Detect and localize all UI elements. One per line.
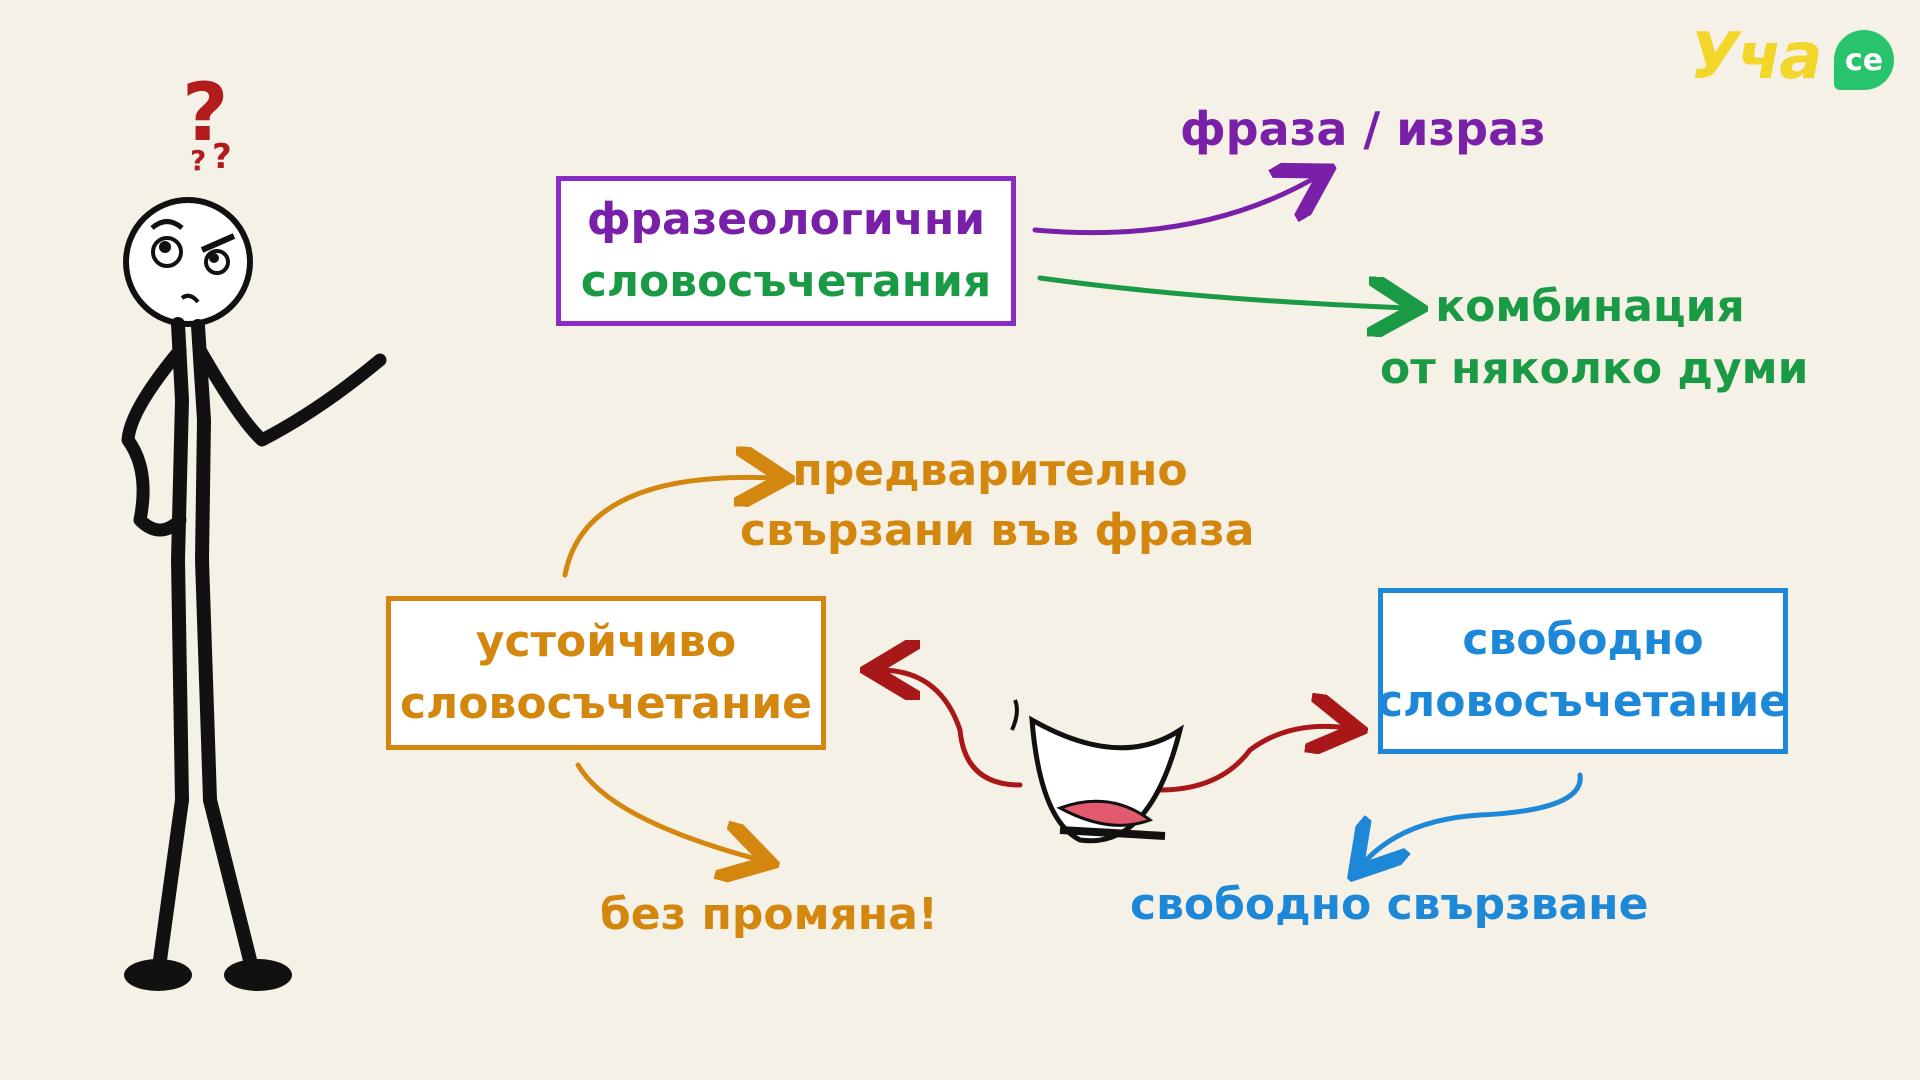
label-combination-line2: от няколко думи: [1380, 343, 1809, 394]
label-preconnected-line1: предварително: [792, 445, 1188, 496]
node-stable: устойчиво словосъчетание: [386, 596, 826, 750]
node-free: свободно словосъчетание: [1376, 588, 1790, 754]
label-no-change: без промяна!: [600, 889, 938, 940]
svg-text:?: ?: [190, 144, 206, 177]
arrow-to-preconnected: [562, 477, 775, 578]
arrow-to-phrase: [1032, 176, 1318, 236]
arrow-to-free: [1157, 726, 1348, 793]
question-marks-icon: ? ? ?: [182, 66, 232, 177]
node-stable-line2: словосъчетание: [399, 678, 813, 729]
label-phrase: фраза / израз: [1180, 102, 1546, 156]
arrow-to-free-binding: [1362, 772, 1583, 865]
thinking-figure-icon: [121, 197, 387, 991]
arrow-to-no-change: [575, 762, 760, 860]
brand-logo: Уча: [1690, 20, 1822, 94]
node-phraseological-line2: словосъчетания: [580, 256, 992, 307]
svg-text:?: ?: [182, 66, 228, 159]
label-combination-line1: комбинация: [1435, 281, 1745, 332]
node-phraseological-line1: фразеологични: [586, 194, 986, 245]
node-free-line2: словосъчетание: [1376, 676, 1790, 727]
label-preconnected-line2: свързани във фраза: [740, 505, 1255, 556]
node-free-line1: свободно: [1462, 614, 1704, 665]
svg-text:?: ?: [212, 137, 232, 177]
node-stable-line1: устойчиво: [475, 616, 737, 667]
mouth-icon: [1010, 699, 1184, 844]
brand-logo-badge: се: [1834, 30, 1894, 90]
label-free-binding: свободно свързване: [1130, 879, 1649, 930]
arrow-to-stable: [880, 670, 1023, 788]
arrow-to-combination: [1037, 275, 1408, 308]
node-phraseological: фразеологични словосъчетания: [556, 176, 1016, 326]
